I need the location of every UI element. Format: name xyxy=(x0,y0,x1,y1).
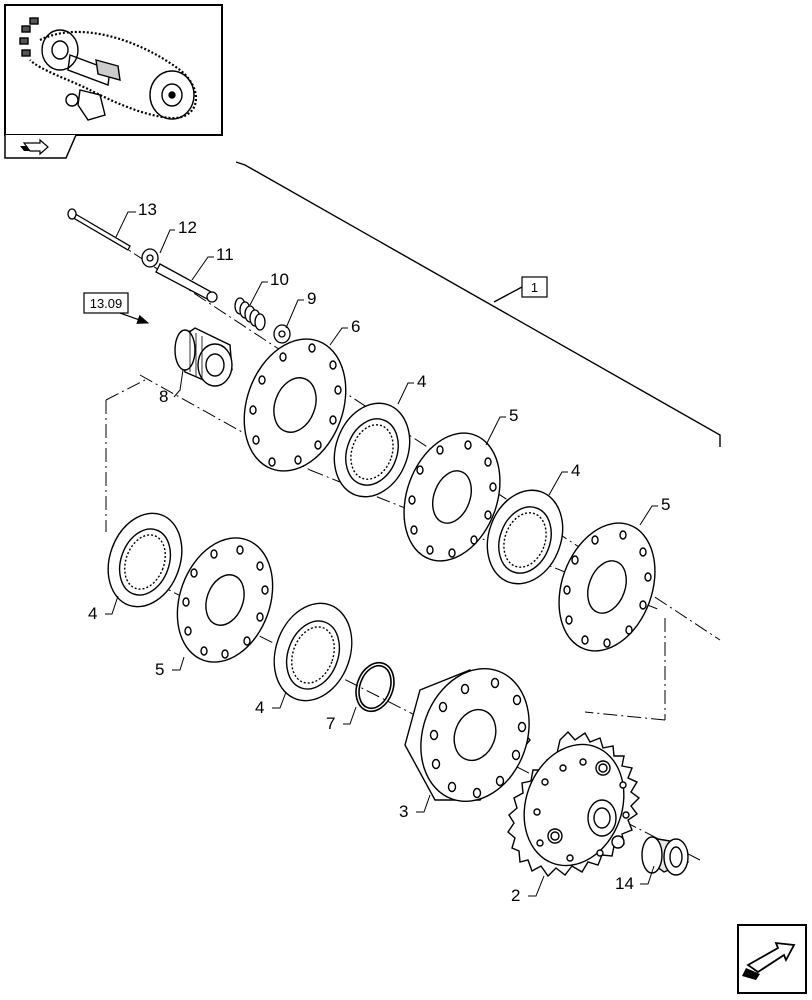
callout-3: 3 xyxy=(399,802,408,821)
plate-6-holes xyxy=(249,343,342,467)
callout-14: 14 xyxy=(615,874,634,893)
assembly-label: 1 xyxy=(531,280,538,295)
thumbnail-drive-sketch xyxy=(19,17,198,121)
next-page-button[interactable] xyxy=(737,924,807,994)
part-12-washer[interactable] xyxy=(141,248,159,268)
callout-10: 10 xyxy=(270,270,289,289)
phantom-frame xyxy=(105,379,666,721)
previous-page-tab[interactable] xyxy=(4,134,77,159)
plate-5-holes xyxy=(563,530,652,648)
part-13-bolt[interactable] xyxy=(67,208,131,251)
thumbnail-inset xyxy=(4,4,223,136)
callout-12: 12 xyxy=(178,218,197,237)
callout-2: 2 xyxy=(511,886,520,905)
part-2-sprocket[interactable] xyxy=(507,730,641,879)
callout-6: 6 xyxy=(351,317,360,336)
callout-13: 13 xyxy=(138,200,157,219)
part-4-friction-disc[interactable] xyxy=(96,503,195,617)
part-3-housing[interactable] xyxy=(403,653,547,816)
callout-5-top-1: 5 xyxy=(509,406,518,425)
sprocket-2-holes xyxy=(533,758,630,862)
sprocket-2-studs xyxy=(547,760,625,849)
part-5-plate[interactable] xyxy=(387,420,517,575)
callout-labels: 13 12 11 10 9 8 6 4 5 4 5 4 5 4 7 3 2 14 xyxy=(88,200,670,905)
part-14-bushing[interactable] xyxy=(641,836,690,876)
assembly-bracket xyxy=(235,161,721,447)
reference-label: 13.09 xyxy=(90,296,123,311)
leader-lines xyxy=(105,211,658,897)
plate-5-holes xyxy=(182,545,269,659)
part-4-friction-disc[interactable] xyxy=(322,393,422,508)
part-4-friction-disc[interactable] xyxy=(261,592,365,711)
housing-3-holes xyxy=(429,677,527,799)
part-9-washer[interactable] xyxy=(273,324,291,344)
part-7-snap-ring[interactable] xyxy=(350,657,401,716)
part-4-friction-disc[interactable] xyxy=(475,480,575,595)
callout-5-bottom: 5 xyxy=(155,660,164,679)
next-page-arrow-icon xyxy=(742,941,796,980)
callout-4-top-2: 4 xyxy=(571,461,580,480)
callout-5-top-2: 5 xyxy=(661,495,670,514)
assembly-label-box: 1 xyxy=(521,276,548,298)
part-6-plate[interactable] xyxy=(227,325,364,486)
previous-page-arrow-icon xyxy=(20,138,49,156)
callout-4-bottom-1: 4 xyxy=(88,604,97,623)
part-5-plate[interactable] xyxy=(161,524,289,675)
part-8-splined-hub[interactable] xyxy=(174,327,233,387)
plate-5-holes xyxy=(408,440,497,558)
callout-11: 11 xyxy=(216,245,234,264)
callout-4-bottom-2: 4 xyxy=(255,698,264,717)
part-11-sleeve[interactable] xyxy=(155,263,218,303)
callout-8: 8 xyxy=(159,387,168,406)
callout-7: 7 xyxy=(326,714,335,733)
callout-9: 9 xyxy=(307,289,316,308)
callout-4-top-1: 4 xyxy=(417,372,426,391)
reference-tag[interactable]: 13.09 xyxy=(83,292,150,324)
part-5-plate[interactable] xyxy=(542,510,672,665)
part-10-spring[interactable] xyxy=(234,297,266,331)
